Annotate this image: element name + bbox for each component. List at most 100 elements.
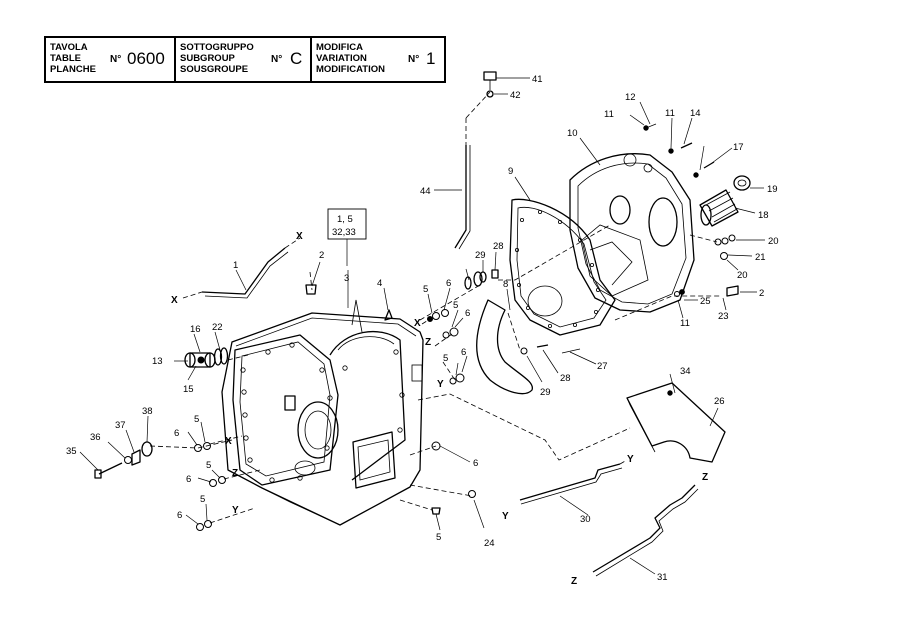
callout-11: 11 (680, 318, 690, 329)
axis-x-mark: X (171, 295, 178, 306)
shift-rod-33 (519, 463, 621, 501)
axis-marks: X X X X Z Z Y Y Y Y Z Z (171, 231, 708, 587)
callout-11: 11 (604, 109, 614, 120)
callout-42: 42 (510, 90, 521, 101)
callout-box-line-1: 1, 5 (337, 214, 353, 225)
modification-cell: MODIFICA VARIATION MODIFICATION N° 1 (312, 38, 444, 81)
callout-2: 2 (759, 288, 764, 299)
callout-5: 5 (200, 494, 205, 505)
table-cell: TAVOLA TABLE PLANCHE N° 0600 (46, 38, 176, 81)
callout-9: 9 (508, 166, 513, 177)
callout-numbers: 41 42 12 11 14 11 17 19 18 20 21 20 2 23… (66, 74, 779, 583)
filter (699, 175, 751, 227)
shift-rod-1 (201, 247, 286, 295)
callout-5: 5 (206, 460, 211, 471)
callout-26: 24 (484, 538, 495, 549)
callout-box-line-2: 32,33 (332, 227, 356, 238)
callout-31: 26 (714, 396, 725, 407)
callout-8: 8 (503, 279, 508, 290)
modification-label-it: MODIFICA (316, 42, 363, 53)
subgroup-cell: SOTTOGRUPPO SUBGROUP SOUSGROUPE N° C (176, 38, 312, 81)
table-label-fr: PLANCHE (50, 64, 96, 75)
callout-29: 29 (540, 387, 551, 398)
callout-6: 6 (186, 474, 191, 485)
callout-28: 28 (560, 373, 571, 384)
callout-27: 27 (597, 361, 608, 372)
modification-label-en: VARIATION (316, 53, 367, 64)
modification-label-fr: MODIFICATION (316, 64, 385, 75)
callout-20: 20 (768, 236, 779, 247)
callout-44: 44 (420, 186, 431, 197)
callout-30: 34 (680, 366, 691, 377)
modification-no-label: N° (408, 54, 420, 65)
axis-z-mark: Z (702, 472, 708, 483)
callout-36: 36 (90, 432, 101, 443)
callout-32: 31 (657, 572, 668, 583)
table-label-en: TABLE (50, 53, 81, 64)
callout-5: 5 (453, 300, 458, 311)
callout-24: 6 (473, 458, 478, 469)
callout-2: 2 (319, 250, 324, 261)
callout-5: 5 (423, 284, 428, 295)
cover-plate (626, 382, 726, 463)
axis-x-mark: X (414, 318, 421, 329)
callout-5: 5 (194, 414, 199, 425)
dipstick-tube (454, 145, 467, 249)
housing (221, 299, 424, 526)
callout-35: 35 (66, 446, 77, 457)
axis-z-mark: Z (232, 468, 238, 479)
callout-6: 6 (446, 278, 451, 289)
title-block: TAVOLA TABLE PLANCHE N° 0600 SOTTOGRUPPO… (44, 36, 446, 83)
axis-y-mark: Y (437, 379, 444, 390)
callout-6: 6 (461, 347, 466, 358)
callout-6: 6 (465, 308, 470, 319)
callout-34: 5 (436, 532, 441, 543)
callout-11: 11 (665, 108, 675, 119)
callout-41: 41 (532, 74, 543, 85)
leader-lines (79, 77, 765, 575)
shift-rod-32 (592, 484, 696, 573)
callout-4: 4 (377, 278, 382, 289)
callout-box (327, 208, 367, 240)
modification-number: 1 (426, 49, 436, 68)
callout-6: 6 (174, 428, 179, 439)
callout-1: 1 (233, 260, 238, 271)
callout-19: 19 (767, 184, 778, 195)
callout-22: 22 (212, 322, 223, 333)
callout-33: 30 (580, 514, 591, 525)
axis-y-mark: Y (232, 505, 239, 516)
alignment-lines (149, 224, 720, 524)
callout-3: 3 (344, 273, 349, 284)
table-number: 0600 (127, 49, 165, 68)
callout-37: 37 (115, 420, 126, 431)
callout-6: 6 (177, 510, 182, 521)
callout-28: 28 (493, 241, 504, 252)
subgroup-label-fr: SOUSGROUPE (180, 64, 249, 75)
table-label-it: TAVOLA (50, 42, 88, 53)
axis-x-mark: X (225, 436, 232, 447)
subgroup-code: C (290, 49, 303, 68)
subgroup-label-it: SOTTOGRUPPO (180, 42, 254, 53)
axis-z-mark: Z (425, 337, 431, 348)
axis-y-mark: Y (502, 511, 509, 522)
callout-13: 13 (152, 356, 163, 367)
gasket (509, 198, 616, 336)
callout-15: 15 (183, 384, 194, 395)
hose (475, 299, 533, 395)
axis-z-mark: Z (571, 576, 577, 587)
subgroup-label-en: SUBGROUP (180, 53, 235, 64)
callout-21: 21 (755, 252, 766, 263)
callout-25: 25 (700, 296, 711, 307)
callout-38: 38 (142, 406, 153, 417)
table-no-label: N° (110, 54, 122, 65)
subgroup-no-label: N° (271, 54, 283, 65)
rear-cover (569, 153, 695, 313)
axis-x-mark: X (296, 231, 303, 242)
callout-23: 23 (718, 311, 729, 322)
callout-5: 5 (443, 353, 448, 364)
callout-10: 10 (567, 128, 578, 139)
callout-20: 20 (737, 270, 748, 281)
axis-y-mark: Y (627, 454, 634, 465)
callout-18: 18 (758, 210, 769, 221)
